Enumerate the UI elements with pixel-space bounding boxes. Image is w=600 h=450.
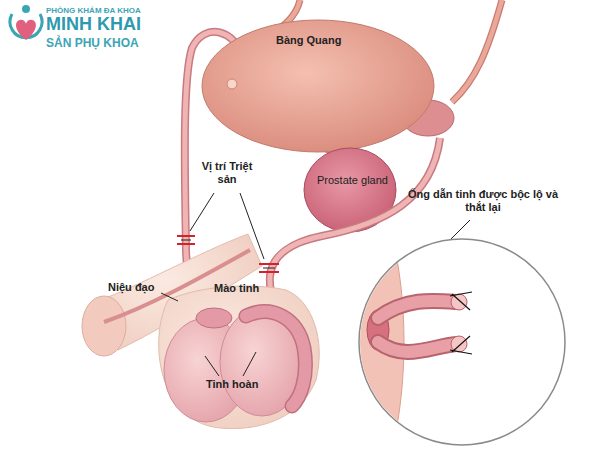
glans bbox=[82, 296, 126, 356]
cut-mark bbox=[177, 236, 279, 272]
part-label: Ống dẫn tinh được bộc lộ và thắt lại bbox=[404, 188, 562, 214]
part-label: Vị trí Triệt sản bbox=[192, 160, 262, 186]
ureter bbox=[452, 0, 502, 102]
part-label: Tinh hoàn bbox=[206, 378, 258, 391]
ureter bbox=[452, 0, 502, 102]
suture bbox=[181, 240, 275, 268]
scrotum bbox=[159, 286, 320, 429]
bladder bbox=[202, 20, 434, 152]
organ-label: Prostate gland bbox=[317, 174, 388, 187]
epididymis bbox=[246, 312, 305, 406]
part-label: Mào tinh bbox=[214, 282, 259, 295]
logo-text: SẢN PHỤ KHOA bbox=[46, 36, 139, 50]
part-label: Niệu đạo bbox=[108, 281, 154, 294]
organ-label: Bàng Quang bbox=[276, 34, 341, 47]
clinic-logo bbox=[10, 5, 42, 40]
ureter-opening bbox=[227, 79, 237, 89]
epididymis bbox=[196, 308, 232, 328]
logo-title: MINH KHAI bbox=[46, 14, 141, 36]
inset-detail bbox=[345, 236, 565, 450]
epididymis bbox=[246, 312, 305, 406]
